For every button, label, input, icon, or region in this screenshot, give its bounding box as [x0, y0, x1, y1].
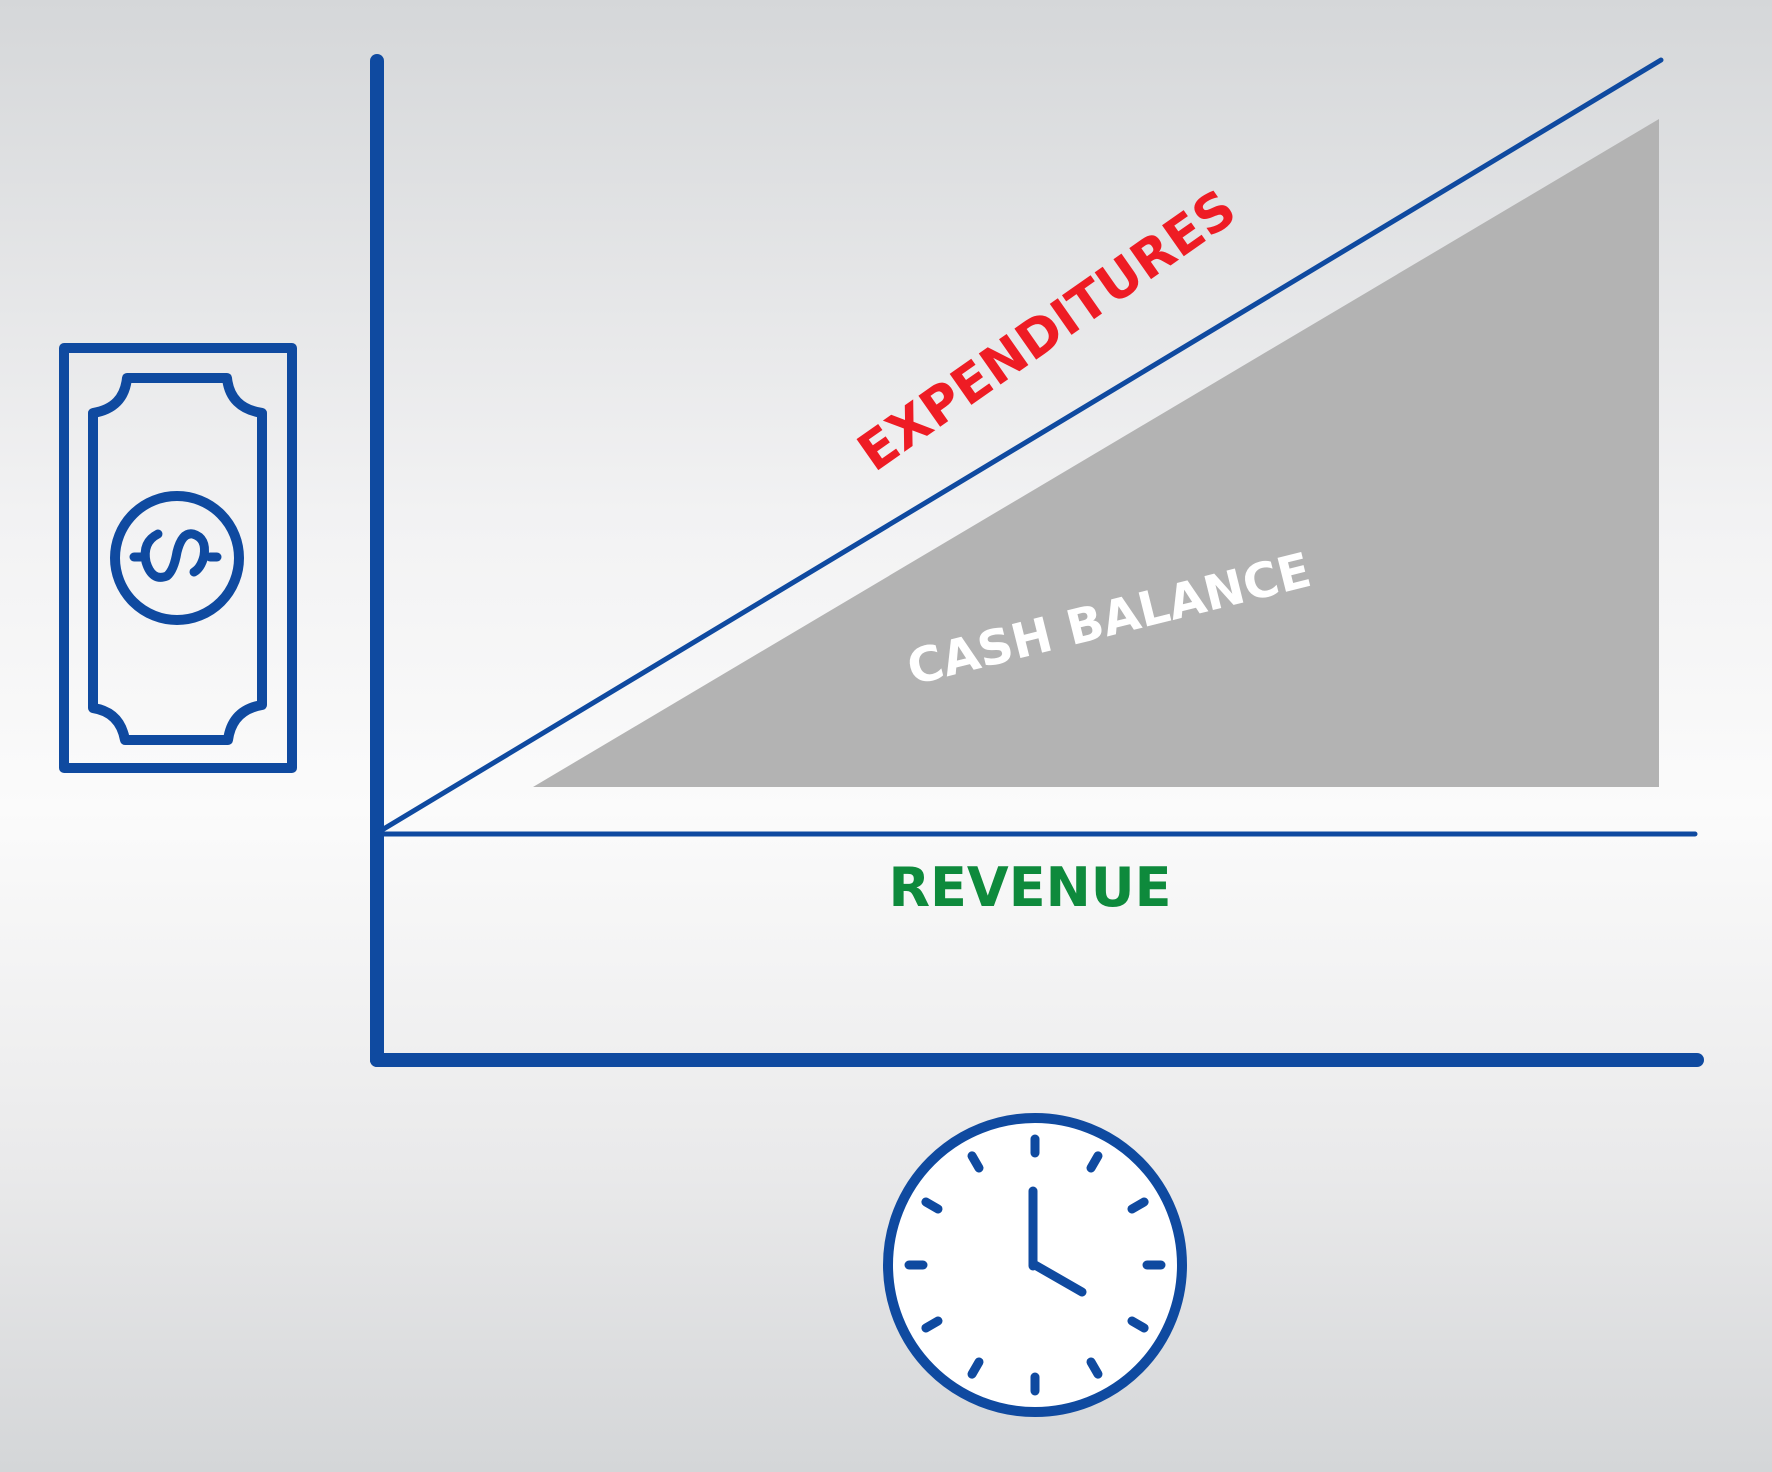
clock-icon [883, 1113, 1187, 1417]
clock-tick [967, 1151, 984, 1173]
clock-tick [1086, 1151, 1103, 1173]
cash-balance-area [533, 119, 1659, 787]
clock-tick [921, 1197, 943, 1214]
clock-tick [1127, 1197, 1149, 1214]
clock-tick [1127, 1316, 1149, 1333]
clock-tick [1086, 1357, 1103, 1379]
revenue-label: REVENUE [888, 856, 1171, 919]
clock-tick [921, 1316, 943, 1333]
expenditures-line [374, 57, 1664, 836]
dollar-bill-icon [59, 343, 297, 773]
clock-hour-hand [1030, 1260, 1087, 1297]
clock-tick [967, 1357, 984, 1379]
